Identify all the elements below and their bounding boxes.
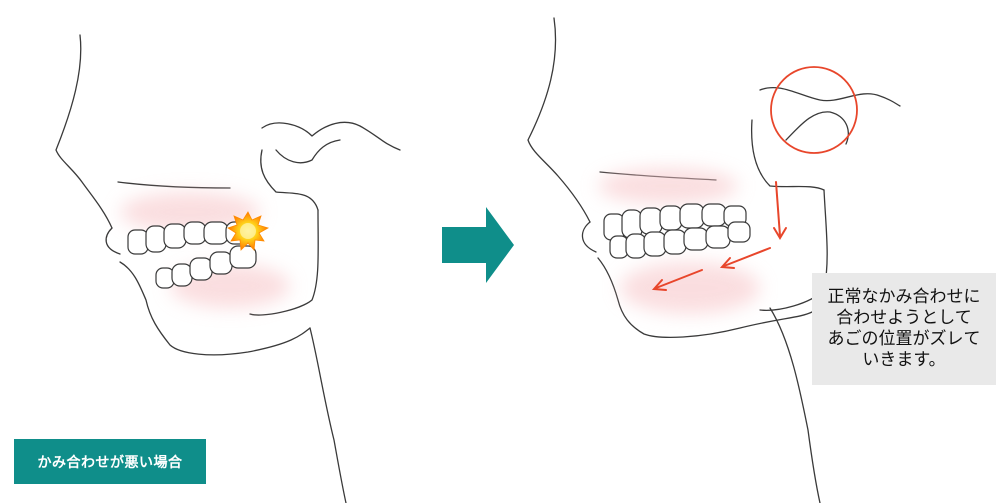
case-label-badge: かみ合わせが悪い場合 bbox=[14, 439, 206, 484]
jaw-shift-arrow-icon bbox=[651, 181, 787, 291]
transition-arrow-icon bbox=[442, 207, 514, 283]
explanation-caption: 正常なかみ合わせに 合わせようとして あごの位置がズレて いきます。 bbox=[812, 273, 996, 385]
right-face-profile bbox=[527, 17, 901, 503]
left-face-profile bbox=[55, 34, 401, 503]
case-label-text: かみ合わせが悪い場合 bbox=[37, 454, 183, 471]
right-lower-teeth bbox=[609, 221, 751, 259]
pain-burst-icon bbox=[227, 211, 270, 251]
explanation-caption-text: 正常なかみ合わせに 合わせようとして あごの位置がズレて いきます。 bbox=[827, 287, 981, 370]
right-gums bbox=[598, 168, 760, 314]
joint-highlight-circle-icon bbox=[770, 66, 858, 154]
